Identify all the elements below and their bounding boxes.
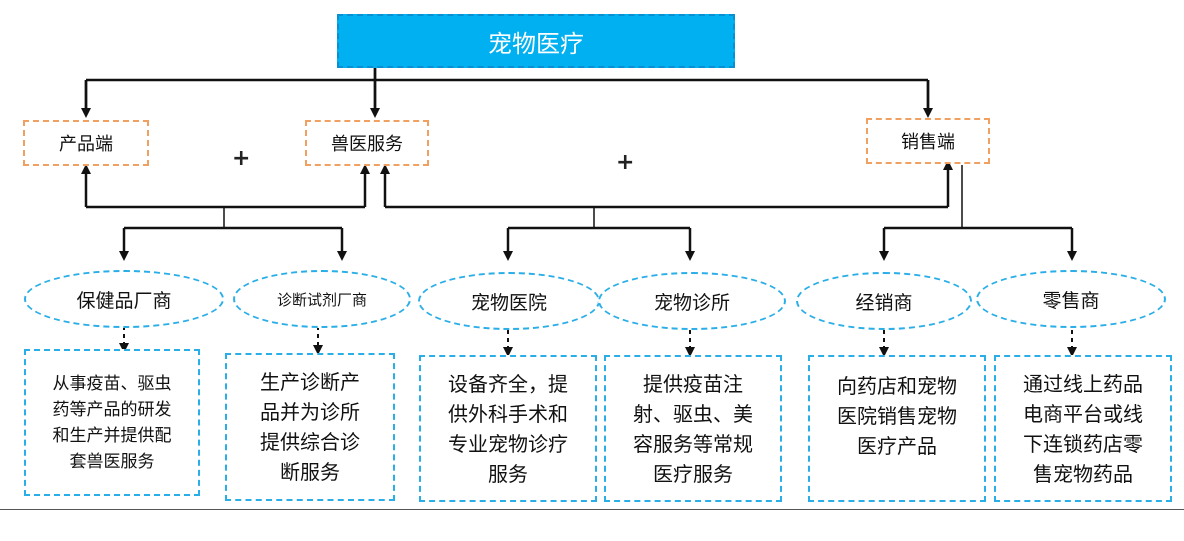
- player-oval-2: 诊断试剂厂商: [233, 270, 411, 328]
- category-sales-label: 销售端: [901, 132, 955, 153]
- desc-line: 生产诊断产: [260, 370, 360, 394]
- desc-line: 断服务: [280, 460, 340, 484]
- player-name-4: 宠物诊所: [653, 291, 730, 314]
- desc-line: 服务: [488, 461, 528, 486]
- root-label: 宠物医疗: [488, 29, 584, 58]
- desc-line: 售宠物药品: [1033, 461, 1133, 486]
- player-name-1: 保健品厂商: [76, 289, 172, 312]
- player-name-6: 零售商: [1042, 289, 1100, 312]
- desc-line: 药等产品的研发: [52, 399, 172, 420]
- category-vet-label: 兽医服务: [331, 134, 403, 155]
- player-desc-1: 从事疫苗、驱虫 药等产品的研发 和生产并提供配 套兽医服务: [24, 349, 200, 496]
- desc-line: 从事疫苗、驱虫: [52, 373, 172, 394]
- desc-line: 医院销售宠物: [837, 404, 957, 428]
- player-desc-5: 向药店和宠物 医院销售宠物 医疗产品: [808, 355, 986, 502]
- player-oval-5: 经销商: [796, 272, 972, 330]
- desc-line: 提供综合诊: [260, 430, 360, 454]
- desc-line: 供外科手术和: [448, 401, 568, 426]
- category-product-label: 产品端: [59, 134, 113, 155]
- player-name-5: 经销商: [855, 291, 913, 314]
- desc-line: 专业宠物诊疗: [448, 431, 568, 456]
- player-name-3: 宠物医院: [470, 291, 547, 314]
- player-name-2: 诊断试剂厂商: [276, 290, 367, 309]
- desc-line: 向药店和宠物: [837, 374, 957, 398]
- desc-line: 医疗服务: [653, 461, 733, 486]
- desc-line: 提供疫苗注: [643, 371, 743, 396]
- desc-line: 通过线上药品: [1023, 371, 1143, 396]
- plus-sign-left: +: [232, 146, 251, 171]
- desc-line: 设备齐全，提: [448, 371, 568, 396]
- desc-line: 品并为诊所: [260, 400, 360, 424]
- player-oval-4: 宠物诊所: [598, 272, 786, 330]
- player-desc-6: 通过线上药品 电商平台或线 下连锁药店零 售宠物药品: [994, 355, 1172, 502]
- desc-line: 下连锁药店零: [1023, 431, 1143, 456]
- bottom-divider: [0, 509, 1184, 510]
- desc-line: 医疗产品: [857, 434, 937, 458]
- desc-line: 容服务等常规: [633, 431, 753, 456]
- player-oval-6: 零售商: [976, 270, 1166, 328]
- player-desc-3: 设备齐全，提 供外科手术和 专业宠物诊疗 服务: [419, 355, 597, 502]
- plus-sign-right: +: [616, 150, 635, 175]
- player-desc-4: 提供疫苗注 射、驱虫、美 容服务等常规 医疗服务: [604, 355, 782, 502]
- category-vet: 兽医服务: [305, 120, 429, 166]
- desc-line: 电商平台或线: [1023, 401, 1143, 426]
- player-oval-1: 保健品厂商: [24, 270, 224, 328]
- category-sales: 销售端: [866, 118, 990, 164]
- category-product: 产品端: [23, 120, 149, 166]
- root-node: 宠物医疗: [337, 14, 735, 68]
- desc-line: 套兽医服务: [69, 451, 155, 472]
- root-connector: [84, 64, 930, 110]
- player-oval-3: 宠物医院: [418, 272, 600, 330]
- player-desc-2: 生产诊断产 品并为诊所 提供综合诊 断服务: [225, 353, 395, 501]
- desc-line: 和生产并提供配: [52, 425, 172, 446]
- desc-line: 射、驱虫、美: [633, 401, 753, 426]
